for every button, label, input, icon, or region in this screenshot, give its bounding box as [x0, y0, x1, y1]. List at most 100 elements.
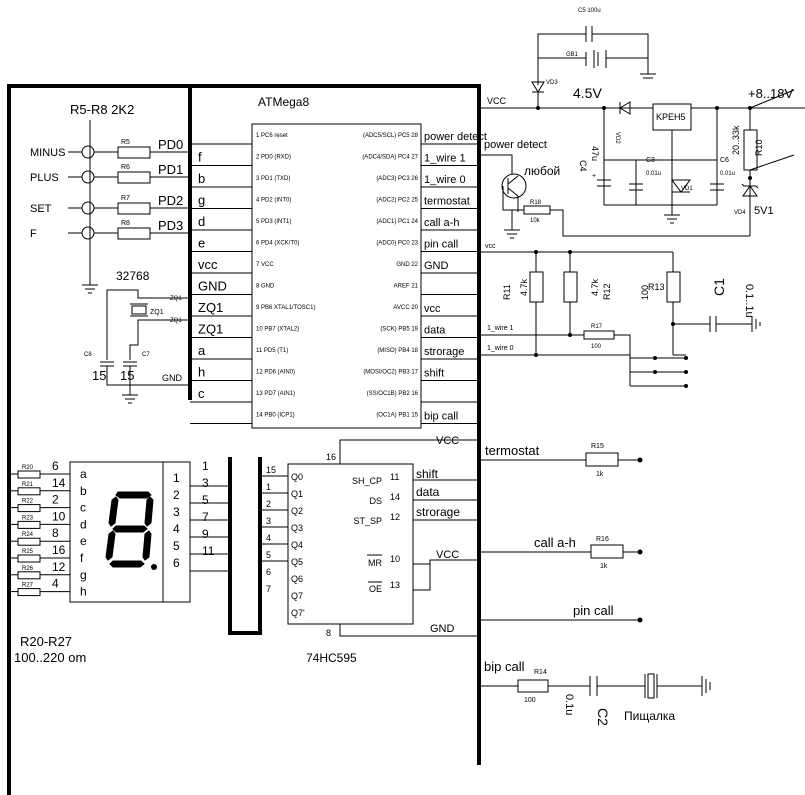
mcu-left-net-3: d: [198, 214, 205, 229]
crystal-cap-left: C8: [84, 352, 92, 358]
mcu-right-net-7: vcc: [424, 303, 441, 315]
input-voltage: +8..18V: [748, 86, 794, 101]
c4-value: 47u: [590, 146, 600, 161]
sr-output-0: Q0: [291, 472, 303, 482]
sr-gnd-label: GND: [430, 623, 455, 635]
battery-ref: GB1: [566, 52, 579, 58]
input-resistor-label-3: R8: [121, 220, 130, 227]
mcu-right-net-6: GND: [424, 260, 449, 272]
display-resistor: [17, 520, 41, 529]
c2-value: 0.1u: [563, 694, 575, 715]
mcu-right-net-4: call a-h: [424, 217, 459, 229]
bus-pin-1: 3: [202, 476, 209, 490]
r13-value: 100: [640, 285, 650, 300]
c3-value: 0.01u: [646, 171, 661, 177]
sr-output-3: Q3: [291, 523, 303, 533]
mcu-left-net-9: a: [198, 343, 206, 358]
r13-label: R13: [648, 282, 665, 292]
sr-input-4: OE: [369, 584, 382, 594]
input-pin-3: PD3: [158, 218, 183, 233]
sr-output-pin-3: 3: [266, 516, 271, 526]
input-resistor: [117, 202, 151, 215]
mcu-left-net-6: GND: [198, 279, 227, 294]
display-resistor-label-5: R25: [22, 549, 34, 555]
crystal-section: 32768 ZQ1 ZQ1 ZQ1 C8 C7 15 15 GND: [84, 269, 190, 404]
mcu-right-net-2: 1_wire 0: [424, 174, 466, 186]
r11-label: R11: [502, 284, 512, 300]
digit-eight-glyph: [105, 491, 157, 570]
mcu-right-pin-10: (MISO) PB4 18: [377, 348, 418, 354]
crystal-cap-val-left: 15: [92, 368, 106, 383]
display-resistor-label-4: R24: [22, 532, 34, 538]
sr-output-1: Q1: [291, 489, 303, 499]
input-pin-2: PD2: [158, 193, 183, 208]
call-net: call a-h: [534, 535, 576, 550]
r12-value: 4.7k: [590, 278, 600, 296]
mcu-left-pin-11: 12 PD6 (AIN0): [256, 370, 295, 376]
display-segment-6: g: [80, 568, 87, 582]
r17-value: 100: [591, 344, 602, 350]
sr-output-pin-1: 1: [266, 482, 271, 492]
crystal-cap-right: C7: [142, 352, 150, 358]
display-pin-number-5: 16: [52, 543, 66, 557]
c5-label: C5 100u: [578, 8, 601, 14]
display-digit-pin-3: 4: [173, 522, 180, 536]
c2-label: C2: [595, 708, 611, 726]
sr-vcc-label: VCC: [436, 435, 459, 447]
r15-value: 1k: [596, 471, 604, 478]
buzzer-label: Пищалка: [624, 709, 675, 723]
display-digit-pin-2: 3: [173, 505, 180, 519]
mcu-right-pin-3: (ADC2) PC2 25: [376, 198, 418, 204]
mcu-left-net-2: g: [198, 193, 205, 208]
c3-label: C3: [646, 157, 655, 164]
display-resistor-label-0: R20: [22, 465, 34, 471]
mcu-left-pin-3: 4 PD2 (INT0): [256, 198, 291, 204]
power-section: C5 100u GB1 VD3 4.5V VCC +8..18V VD2 KPE…: [479, 8, 805, 237]
mcu-name: ATMega8: [258, 95, 309, 109]
mcu-right-net-8: data: [424, 325, 446, 337]
sr-input-0: SH_CP: [352, 476, 382, 486]
mcu-right-pin-13: (OC1A) PB1 15: [376, 413, 418, 419]
display-digit-pin-0: 1: [173, 471, 180, 485]
bip-net: bip call: [484, 659, 525, 674]
display-segment-2: c: [80, 501, 86, 515]
display-resistor: [17, 571, 41, 580]
onewire-section: vcc R11 4.7k R12 4.7k R13 100 C1 0.1..1u…: [479, 243, 761, 388]
display-label-1: R20-R27: [20, 634, 72, 649]
mcu-left-net-11: c: [198, 386, 205, 401]
sr-input-pin-1: 14: [390, 492, 400, 502]
vd2-label: VD2: [614, 132, 620, 144]
mcu-left-pin-6: 7 VCC: [256, 262, 274, 268]
sr-output-8: Q7': [291, 608, 305, 618]
mcu-left-pin-2: 3 PD1 (TXD): [256, 176, 290, 182]
crystal-ref: ZQ1: [150, 309, 164, 316]
outputs-section: termostat R15 1k call a-h R16 1k pin cal…: [479, 443, 711, 726]
bus-pin-5: 11: [202, 544, 215, 558]
input-label-3: F: [30, 228, 37, 240]
battery-voltage: 4.5V: [573, 85, 602, 101]
display-resistor-label-1: R21: [22, 482, 34, 488]
sr-input-pin-4: 13: [390, 580, 400, 590]
mcu-right-pin-8: AVCC 20: [393, 305, 418, 311]
display-pin-number-0: 6: [52, 459, 59, 473]
display-resistor: [17, 554, 41, 563]
sr-input-1: DS: [369, 496, 382, 506]
mcu-right-pin-0: (ADC5/SCL) PC5 28: [363, 133, 419, 139]
mcu-left-net-8: ZQ1: [198, 322, 223, 337]
display-resistor-label-7: R27: [22, 583, 34, 589]
termostat-net: termostat: [485, 443, 540, 458]
vd4-value: 5V1: [754, 205, 774, 217]
c1-value: 0.1..1u: [743, 284, 755, 318]
input-resistor: [117, 171, 151, 184]
input-resistor: [117, 227, 151, 240]
display-resistor-label-3: R23: [22, 515, 34, 521]
c6-value: 0.01u: [720, 171, 735, 177]
r18-label: R18: [530, 200, 542, 206]
sr-output-pin-4: 4: [266, 533, 271, 543]
sr-vcc2-label: VCC: [436, 549, 459, 561]
sr-vcc-pin: 16: [326, 452, 336, 462]
mcu-right-net-11: bip call: [424, 411, 458, 423]
